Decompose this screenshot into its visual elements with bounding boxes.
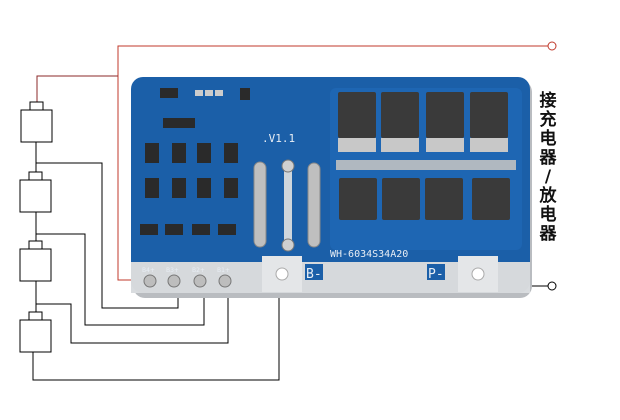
label-char: 电	[539, 129, 557, 149]
pad-b1	[218, 274, 232, 288]
model-label: WH-6034S34A20	[330, 249, 408, 260]
bms-board	[131, 77, 532, 298]
label-char: 器	[539, 148, 557, 168]
label-char: 接	[539, 91, 557, 111]
label-char: /	[544, 167, 552, 187]
b-minus-label: B-	[306, 267, 322, 282]
pad-label-b1: B1+	[217, 267, 230, 274]
b-minus-wire	[32, 292, 280, 381]
pad-b3	[167, 274, 181, 288]
battery-cell-4	[19, 311, 52, 353]
charger-negative-terminal	[547, 281, 557, 291]
label-char: 器	[539, 224, 557, 244]
battery-cell-3	[19, 240, 52, 282]
pad-label-b3: B3+	[166, 267, 179, 274]
pad-label-b2: B2+	[192, 267, 205, 274]
pad-label-b4: B4+	[142, 267, 155, 274]
p-minus-label: P-	[428, 267, 444, 282]
positive-wire	[117, 45, 548, 281]
pad-b2	[193, 274, 207, 288]
b1-wire	[36, 292, 229, 344]
b2-wire	[36, 233, 205, 326]
b3-wire	[36, 162, 179, 309]
battery-cell-1	[20, 101, 53, 143]
charger-discharger-label: 接 充 电 器 / 放 电 器	[538, 92, 558, 244]
version-label: .V1.1	[262, 132, 295, 145]
label-char: 放	[539, 186, 557, 206]
battery-cell-2	[19, 171, 52, 213]
charger-positive-terminal	[547, 41, 557, 51]
battery-positive-wire	[36, 75, 118, 102]
label-char: 电	[539, 205, 557, 225]
label-char: 充	[539, 110, 557, 130]
pad-b4	[143, 274, 157, 288]
